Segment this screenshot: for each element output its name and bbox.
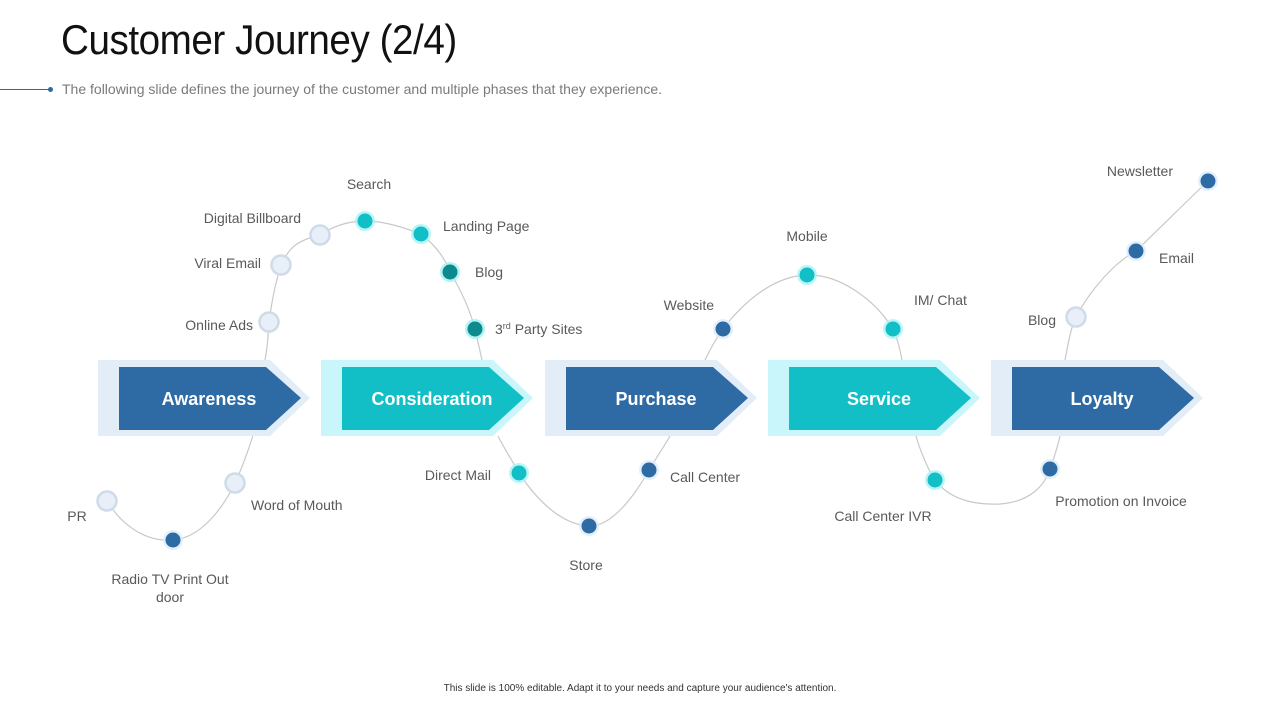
- touchpoint-label: Online Ads: [185, 317, 253, 333]
- touchpoint-dot: [715, 321, 731, 337]
- touchpoint-dot: [270, 254, 292, 276]
- touchpoint-label: Website: [664, 297, 715, 313]
- touchpoint-dot: [309, 224, 331, 246]
- journey-curve-0: [106, 394, 266, 541]
- touchpoint-label: Mobile: [786, 228, 827, 244]
- journey-curve-4: [915, 435, 1061, 505]
- touchpoint[interactable]: Blog: [1028, 306, 1087, 329]
- touchpoint-dot: [224, 472, 246, 494]
- touchpoint[interactable]: Digital Billboard: [204, 210, 331, 246]
- touchpoint[interactable]: Mobile: [786, 228, 828, 285]
- stage-purchase[interactable]: Purchase: [545, 360, 757, 436]
- stage-label: Service: [847, 389, 911, 409]
- touchpoint-label: Blog: [1028, 312, 1056, 328]
- touchpoint-label: Store: [569, 557, 603, 573]
- touchpoint-dot: [1042, 461, 1058, 477]
- touchpoint-dot: [1200, 173, 1216, 189]
- touchpoint[interactable]: Landing Page: [411, 218, 530, 244]
- touchpoint-dot: [641, 462, 657, 478]
- touchpoint[interactable]: Radio TV Print Out door: [111, 530, 229, 605]
- footer-note: This slide is 100% editable. Adapt it to…: [443, 683, 837, 694]
- touchpoint[interactable]: 3rd Party Sites: [465, 319, 582, 339]
- touchpoint[interactable]: Online Ads: [185, 311, 280, 334]
- touchpoint[interactable]: Call Center: [639, 460, 740, 485]
- touchpoint[interactable]: Email: [1126, 241, 1194, 266]
- touchpoint-dot: [357, 213, 373, 229]
- stage-label: Loyalty: [1070, 389, 1133, 409]
- touchpoint-label: door: [156, 589, 184, 605]
- stage-arrows: Awareness Consideration Purchase Service Loy…: [98, 360, 1203, 436]
- touchpoint-label: Viral Email: [194, 255, 261, 271]
- touchpoint-dot: [511, 465, 527, 481]
- stage-consideration[interactable]: Consideration: [321, 360, 533, 436]
- touchpoint-dot: [413, 226, 429, 242]
- touchpoints: PR Radio TV Print Out door Word of Mouth Onl…: [67, 163, 1218, 605]
- touchpoint-dot: [799, 267, 815, 283]
- stage-arrow: [119, 367, 301, 430]
- touchpoint-label: Landing Page: [443, 218, 530, 234]
- subtitle-accent-line: [0, 89, 50, 90]
- touchpoint-label: 3rd Party Sites: [495, 321, 582, 337]
- stage-label: Awareness: [162, 389, 257, 409]
- journey-curve-1: [264, 220, 483, 361]
- touchpoint[interactable]: PR: [67, 490, 118, 525]
- touchpoint-label: Blog: [475, 264, 503, 280]
- touchpoint-label: Word of Mouth: [251, 497, 343, 513]
- stage-arrow: [342, 367, 524, 430]
- touchpoint-dot: [1065, 306, 1087, 328]
- touchpoint-label: Radio TV Print Out: [111, 571, 228, 587]
- touchpoint[interactable]: Store: [569, 516, 603, 573]
- touchpoint[interactable]: Website: [664, 297, 733, 339]
- touchpoint[interactable]: IM/ Chat: [883, 292, 967, 339]
- stage-loyalty[interactable]: Loyalty: [991, 360, 1203, 436]
- touchpoint-dot: [165, 532, 181, 548]
- touchpoint-label: Promotion on Invoice: [1055, 493, 1187, 509]
- touchpoint-dot: [258, 311, 280, 333]
- touchpoint-label: Call Center: [670, 469, 740, 485]
- touchpoint-label: Direct Mail: [425, 467, 491, 483]
- journey-curve-5: [1064, 180, 1209, 361]
- touchpoint-dot: [581, 518, 597, 534]
- touchpoint[interactable]: Word of Mouth: [224, 472, 343, 514]
- slide-subtitle: The following slide defines the journey …: [62, 81, 663, 97]
- touchpoint-dot: [1128, 243, 1144, 259]
- touchpoint-label: Digital Billboard: [204, 210, 301, 226]
- stage-label: Consideration: [371, 389, 492, 409]
- touchpoint[interactable]: Blog: [440, 262, 503, 282]
- touchpoint[interactable]: Promotion on Invoice: [1040, 459, 1187, 509]
- stage-arrow: [566, 367, 748, 430]
- touchpoint-label: Search: [347, 176, 391, 192]
- touchpoint-dot: [442, 264, 458, 280]
- touchpoint-dot: [467, 321, 483, 337]
- stage-arrow: [789, 367, 971, 430]
- touchpoint-label: Newsletter: [1107, 163, 1173, 179]
- touchpoint-label: Call Center IVR: [834, 508, 931, 524]
- touchpoint-label: Email: [1159, 250, 1194, 266]
- touchpoint[interactable]: Viral Email: [194, 254, 292, 276]
- touchpoint-label: PR: [67, 508, 86, 524]
- touchpoint-dot: [927, 472, 943, 488]
- touchpoint[interactable]: Direct Mail: [425, 463, 529, 483]
- touchpoint-dot: [885, 321, 901, 337]
- subtitle-accent-dot: [48, 87, 53, 92]
- slide-title: Customer Journey (2/4): [61, 16, 457, 63]
- journey-curve-3: [704, 274, 903, 361]
- stage-label: Purchase: [615, 389, 696, 409]
- touchpoint-label: IM/ Chat: [914, 292, 967, 308]
- touchpoint[interactable]: Call Center IVR: [834, 470, 945, 524]
- stage-service[interactable]: Service: [768, 360, 980, 436]
- touchpoint-dot: [96, 490, 118, 512]
- touchpoint[interactable]: Newsletter: [1107, 163, 1218, 191]
- stage-awareness[interactable]: Awareness: [98, 360, 310, 436]
- touchpoint[interactable]: Search: [347, 176, 391, 231]
- stage-arrow: [1012, 367, 1194, 430]
